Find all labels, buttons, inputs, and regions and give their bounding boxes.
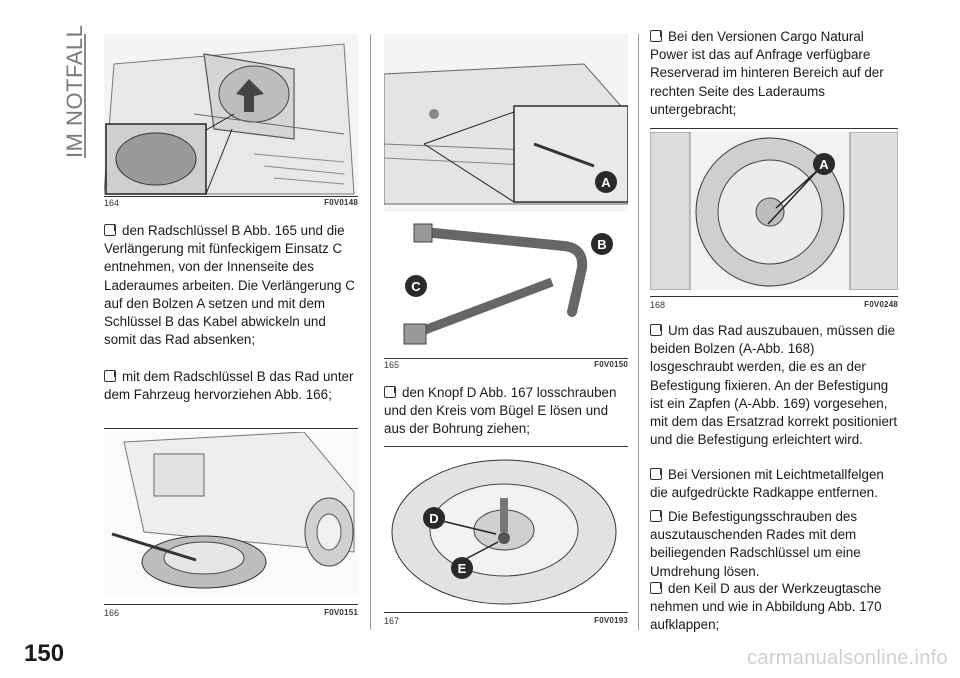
figure-167: D E 167 F0V0193 (384, 446, 628, 628)
section-title: IM NOTFALL (62, 24, 87, 158)
figure-164-caption: 164 F0V0148 (104, 198, 358, 208)
label-bubble-icon (451, 557, 473, 579)
watermark: carmanualsonline.info (747, 647, 948, 669)
column-divider (638, 34, 639, 630)
label-bubble-icon (591, 233, 613, 255)
label-bubble-icon (405, 275, 427, 297)
col1-paragraph-1: den Radschlüssel B Abb. 165 und die Verl… (104, 223, 355, 348)
col2-paragraph-1: den Knopf D Abb. 167 losschrauben und de… (384, 385, 617, 437)
checkbox-bullet-icon (104, 224, 116, 236)
svg-text:C: C (411, 279, 421, 294)
label-bubble-icon (595, 171, 617, 193)
figure-166-illustration (104, 432, 358, 596)
checkbox-bullet-icon (650, 582, 662, 594)
label-bubble-icon (423, 507, 445, 529)
svg-text:A: A (819, 157, 829, 172)
figure-168-illustration: A (650, 132, 898, 290)
figure-168-caption: 168 F0V0248 (650, 300, 898, 310)
checkbox-bullet-icon (650, 468, 662, 480)
figure-165: A B C 165 F0V0150 (384, 34, 628, 372)
label-bubble-icon (813, 153, 835, 175)
col3-paragraph-4: Die Befestigungsschrauben des auszutausc… (650, 509, 861, 579)
figure-167-caption: 167 F0V0193 (384, 616, 628, 626)
figure-165-tools-illustration: B C (384, 212, 628, 348)
figure-166-caption: 166 F0V0151 (104, 608, 358, 618)
section-rule (84, 34, 86, 158)
checkbox-bullet-icon (650, 30, 662, 42)
col3-paragraph-2: Um das Rad auszubauen, müssen die beiden… (650, 323, 898, 448)
figure-166: 166 F0V0151 (104, 428, 358, 620)
column-divider (370, 34, 371, 630)
col3-paragraph-3: Bei Versionen mit Leichtmetallfelgen die… (650, 467, 884, 501)
svg-text:A: A (601, 175, 611, 190)
figure-167-illustration: D E (384, 450, 628, 606)
svg-text:E: E (458, 561, 467, 576)
figure-168: A 168 F0V0248 (650, 128, 898, 312)
checkbox-bullet-icon (650, 510, 662, 522)
checkbox-bullet-icon (650, 324, 662, 336)
figure-165-caption: 165 F0V0150 (384, 360, 628, 370)
col3-paragraph-1: Bei den Versionen Cargo Natural Power is… (650, 29, 884, 117)
figure-165a-illustration: A (384, 34, 628, 212)
figure-164: 164 F0V0148 (104, 34, 358, 210)
col3-paragraph-5: den Keil D aus der Werkzeugtasche nehmen… (650, 581, 882, 633)
svg-text:B: B (597, 237, 606, 252)
page-number: 150 (24, 640, 65, 667)
figure-164-illustration (104, 34, 358, 196)
svg-text:D: D (429, 511, 438, 526)
checkbox-bullet-icon (104, 370, 116, 382)
col1-paragraph-2: mit dem Radschlüssel B das Rad unter dem… (104, 369, 354, 403)
checkbox-bullet-icon (384, 386, 396, 398)
